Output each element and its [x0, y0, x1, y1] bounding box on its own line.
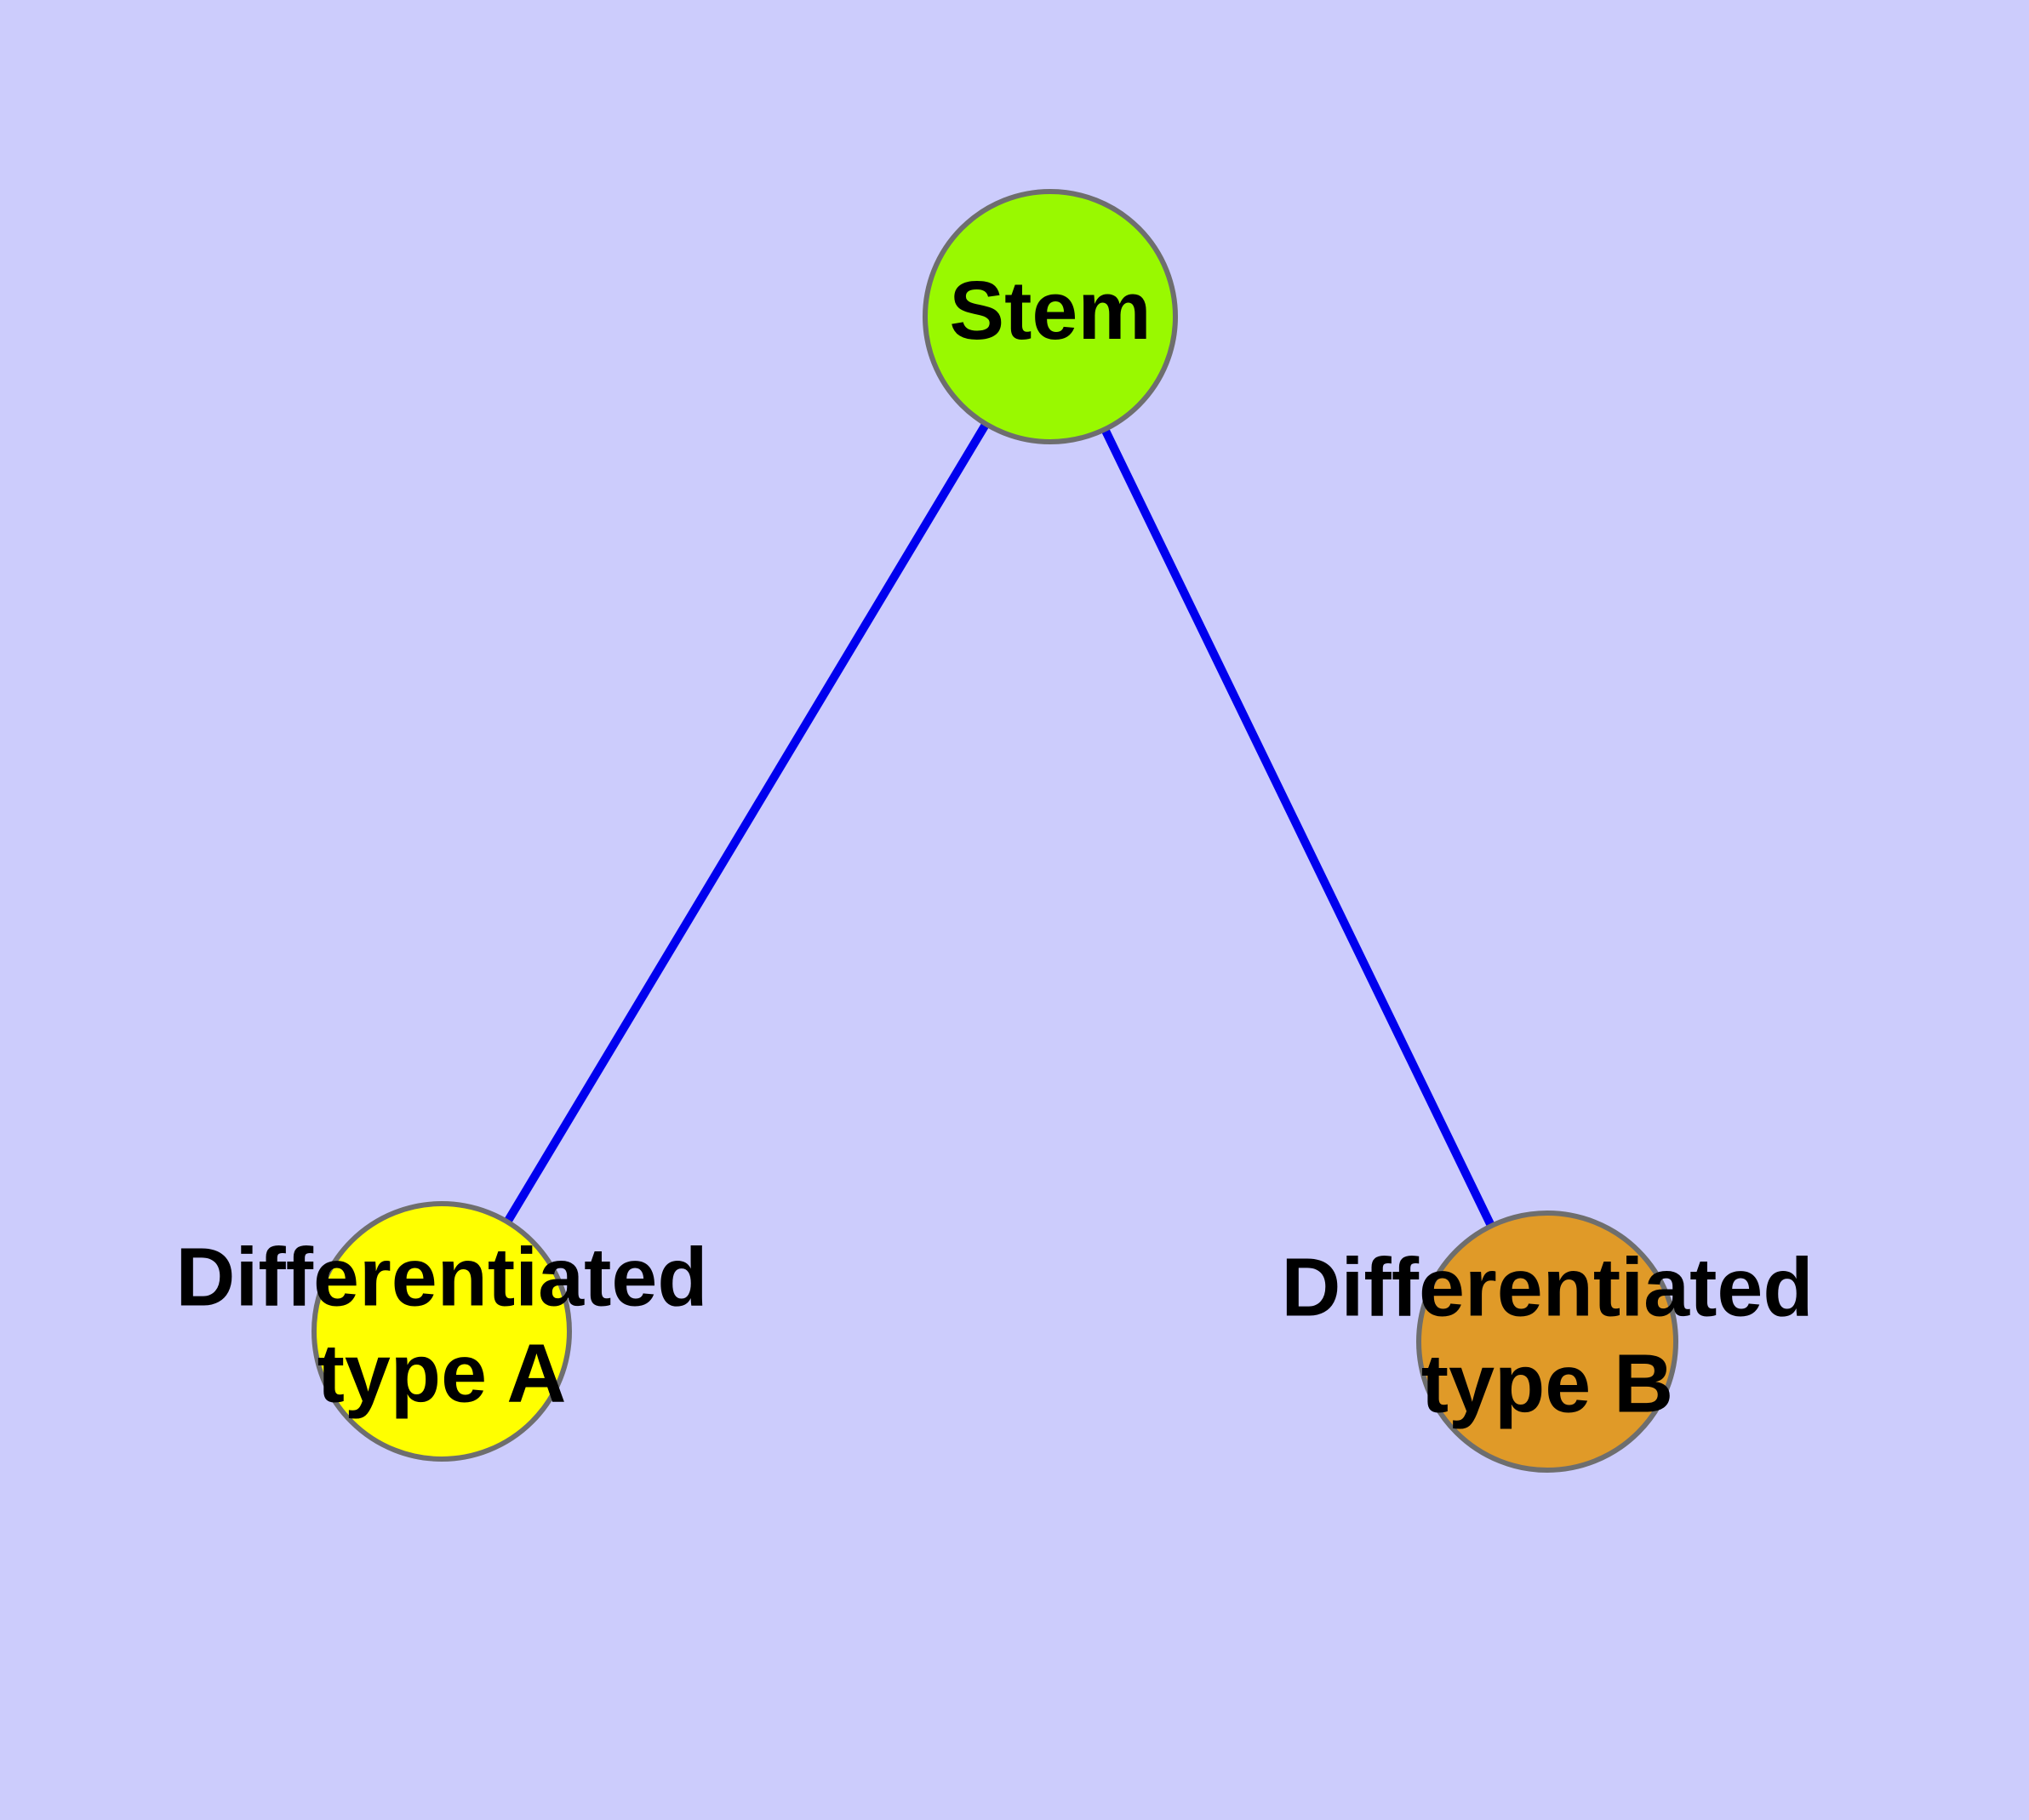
node-diff_b[interactable]	[1416, 1210, 1678, 1473]
node-label-line: Differentiated	[175, 1230, 707, 1323]
node-label-stem: Stem	[949, 264, 1151, 357]
edges-layer	[437, 314, 1552, 1344]
node-label-line: Differentiated	[1281, 1240, 1813, 1333]
node-stem[interactable]	[923, 189, 1178, 444]
node-label-line: type A	[317, 1326, 567, 1419]
node-diff_a[interactable]	[311, 1201, 572, 1462]
edge-stem-to-diff-b	[1046, 314, 1552, 1344]
edge-stem-to-diff-a	[437, 314, 1055, 1334]
nodes-layer	[311, 189, 1678, 1473]
node-label-line: Stem	[949, 264, 1151, 357]
node-label-line: type B	[1421, 1336, 1673, 1429]
